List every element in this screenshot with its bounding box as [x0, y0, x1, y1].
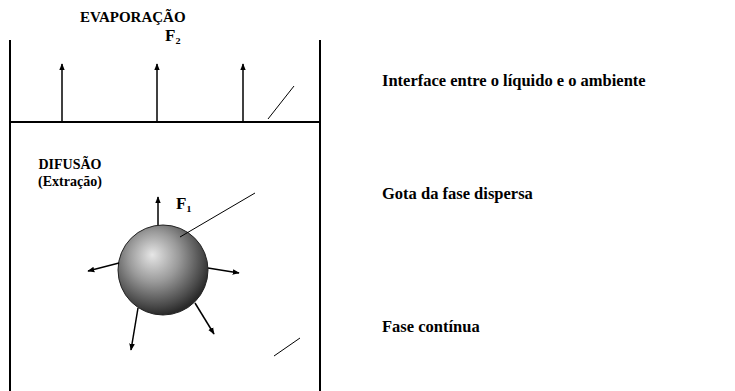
liquid-surface: [10, 121, 320, 123]
diffusion-arrow: [131, 308, 138, 350]
diffusion-arrow: [157, 197, 159, 225]
process-heading: DIFUSÃO (Extração): [24, 157, 116, 191]
diffusion-arrow: [195, 303, 214, 334]
flux-symbol: F₂: [165, 26, 180, 46]
diffusion-arrow: [208, 268, 239, 273]
diffusion-arrow: [88, 263, 119, 271]
evaporation-arrow: [61, 64, 63, 122]
leader-line: [268, 86, 294, 119]
container-wall: [9, 40, 11, 391]
evaporation-arrow: [156, 64, 158, 122]
part-label: Fase contínua: [382, 317, 480, 337]
evaporation-arrow: [242, 64, 244, 122]
container-wall: [319, 40, 321, 391]
process-heading: EVAPORAÇÃO: [80, 8, 186, 26]
part-label: Interface entre o líquido e o ambiente: [382, 71, 646, 91]
part-label: Gota da fase dispersa: [382, 184, 533, 204]
leader-line: [274, 338, 300, 356]
dispersed-drop: [118, 225, 208, 315]
flux-symbol: F₁: [176, 194, 191, 214]
